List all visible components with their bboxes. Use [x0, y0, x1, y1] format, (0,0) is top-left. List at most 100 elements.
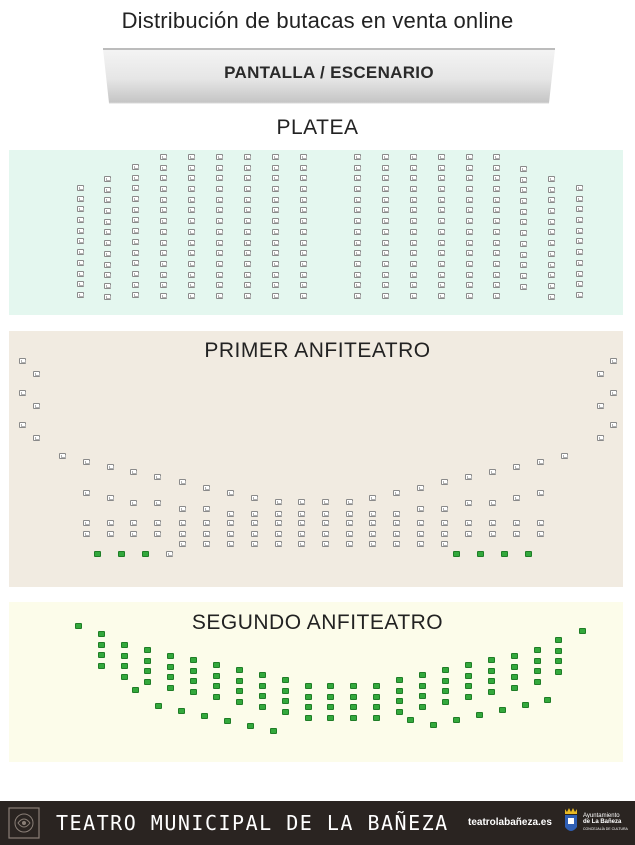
platea-seat[interactable]: [382, 250, 389, 256]
platea-seat[interactable]: [160, 154, 167, 160]
platea-seat[interactable]: [576, 238, 583, 244]
segundo-available-seat[interactable]: [350, 715, 357, 721]
segundo-available-seat[interactable]: [259, 693, 266, 699]
primer-available-seat[interactable]: [94, 551, 101, 557]
primer-seat[interactable]: [441, 541, 448, 547]
primer-seat[interactable]: [417, 520, 424, 526]
platea-seat[interactable]: [466, 240, 473, 246]
platea-seat[interactable]: [272, 186, 279, 192]
primer-seat[interactable]: [322, 541, 329, 547]
primer-seat[interactable]: [513, 495, 520, 501]
segundo-available-seat[interactable]: [259, 704, 266, 710]
primer-seat[interactable]: [107, 531, 114, 537]
platea-seat[interactable]: [216, 197, 223, 203]
segundo-available-seat[interactable]: [144, 679, 151, 685]
platea-seat[interactable]: [520, 284, 527, 290]
platea-seat[interactable]: [438, 261, 445, 267]
platea-seat[interactable]: [300, 154, 307, 160]
platea-seat[interactable]: [548, 262, 555, 268]
platea-seat[interactable]: [382, 154, 389, 160]
platea-seat[interactable]: [77, 228, 84, 234]
platea-seat[interactable]: [548, 251, 555, 257]
platea-seat[interactable]: [216, 154, 223, 160]
platea-seat[interactable]: [466, 250, 473, 256]
primer-seat[interactable]: [369, 511, 376, 517]
platea-seat[interactable]: [216, 240, 223, 246]
platea-seat[interactable]: [244, 272, 251, 278]
platea-seat[interactable]: [300, 261, 307, 267]
platea-seat[interactable]: [520, 187, 527, 193]
platea-seat[interactable]: [438, 229, 445, 235]
primer-seat[interactable]: [369, 520, 376, 526]
platea-seat[interactable]: [188, 261, 195, 267]
primer-seat[interactable]: [166, 551, 173, 557]
primer-front-seat[interactable]: [179, 479, 186, 485]
platea-seat[interactable]: [520, 209, 527, 215]
platea-seat[interactable]: [300, 165, 307, 171]
primer-seat[interactable]: [179, 506, 186, 512]
platea-seat[interactable]: [438, 272, 445, 278]
platea-seat[interactable]: [493, 218, 500, 224]
segundo-available-seat[interactable]: [579, 628, 586, 634]
platea-seat[interactable]: [466, 218, 473, 224]
primer-front-seat[interactable]: [107, 464, 114, 470]
primer-side-seat[interactable]: [597, 435, 604, 441]
primer-seat[interactable]: [107, 495, 114, 501]
primer-front-seat[interactable]: [441, 479, 448, 485]
platea-seat[interactable]: [382, 197, 389, 203]
platea-seat[interactable]: [382, 293, 389, 299]
platea-seat[interactable]: [382, 186, 389, 192]
platea-seat[interactable]: [493, 272, 500, 278]
platea-seat[interactable]: [438, 240, 445, 246]
segundo-available-seat[interactable]: [442, 667, 449, 673]
platea-seat[interactable]: [493, 229, 500, 235]
platea-seat[interactable]: [548, 208, 555, 214]
segundo-available-seat[interactable]: [144, 647, 151, 653]
platea-seat[interactable]: [548, 294, 555, 300]
segundo-available-seat[interactable]: [396, 698, 403, 704]
primer-seat[interactable]: [130, 531, 137, 537]
platea-seat[interactable]: [354, 229, 361, 235]
platea-seat[interactable]: [466, 207, 473, 213]
platea-seat[interactable]: [520, 262, 527, 268]
primer-seat[interactable]: [417, 531, 424, 537]
platea-seat[interactable]: [466, 293, 473, 299]
platea-seat[interactable]: [466, 197, 473, 203]
platea-seat[interactable]: [382, 272, 389, 278]
primer-seat[interactable]: [489, 531, 496, 537]
primer-seat[interactable]: [275, 531, 282, 537]
segundo-available-seat[interactable]: [190, 668, 197, 674]
platea-seat[interactable]: [466, 261, 473, 267]
primer-seat[interactable]: [369, 531, 376, 537]
platea-seat[interactable]: [410, 229, 417, 235]
platea-seat[interactable]: [300, 250, 307, 256]
segundo-available-seat[interactable]: [224, 718, 231, 724]
primer-available-seat[interactable]: [118, 551, 125, 557]
platea-seat[interactable]: [354, 282, 361, 288]
primer-side-seat[interactable]: [597, 371, 604, 377]
primer-seat[interactable]: [275, 541, 282, 547]
platea-seat[interactable]: [493, 186, 500, 192]
platea-seat[interactable]: [438, 293, 445, 299]
primer-seat[interactable]: [393, 511, 400, 517]
primer-seat[interactable]: [179, 541, 186, 547]
platea-seat[interactable]: [548, 240, 555, 246]
primer-seat[interactable]: [465, 520, 472, 526]
segundo-available-seat[interactable]: [282, 688, 289, 694]
segundo-available-seat[interactable]: [419, 704, 426, 710]
segundo-available-seat[interactable]: [305, 694, 312, 700]
platea-seat[interactable]: [216, 218, 223, 224]
platea-seat[interactable]: [410, 197, 417, 203]
platea-seat[interactable]: [77, 217, 84, 223]
platea-seat[interactable]: [188, 240, 195, 246]
platea-seat[interactable]: [300, 197, 307, 203]
segundo-available-seat[interactable]: [511, 664, 518, 670]
segundo-available-seat[interactable]: [236, 688, 243, 694]
primer-seat[interactable]: [275, 511, 282, 517]
primer-seat[interactable]: [83, 531, 90, 537]
platea-seat[interactable]: [410, 207, 417, 213]
platea-seat[interactable]: [216, 175, 223, 181]
platea-seat[interactable]: [272, 165, 279, 171]
segundo-available-seat[interactable]: [259, 683, 266, 689]
platea-seat[interactable]: [244, 240, 251, 246]
